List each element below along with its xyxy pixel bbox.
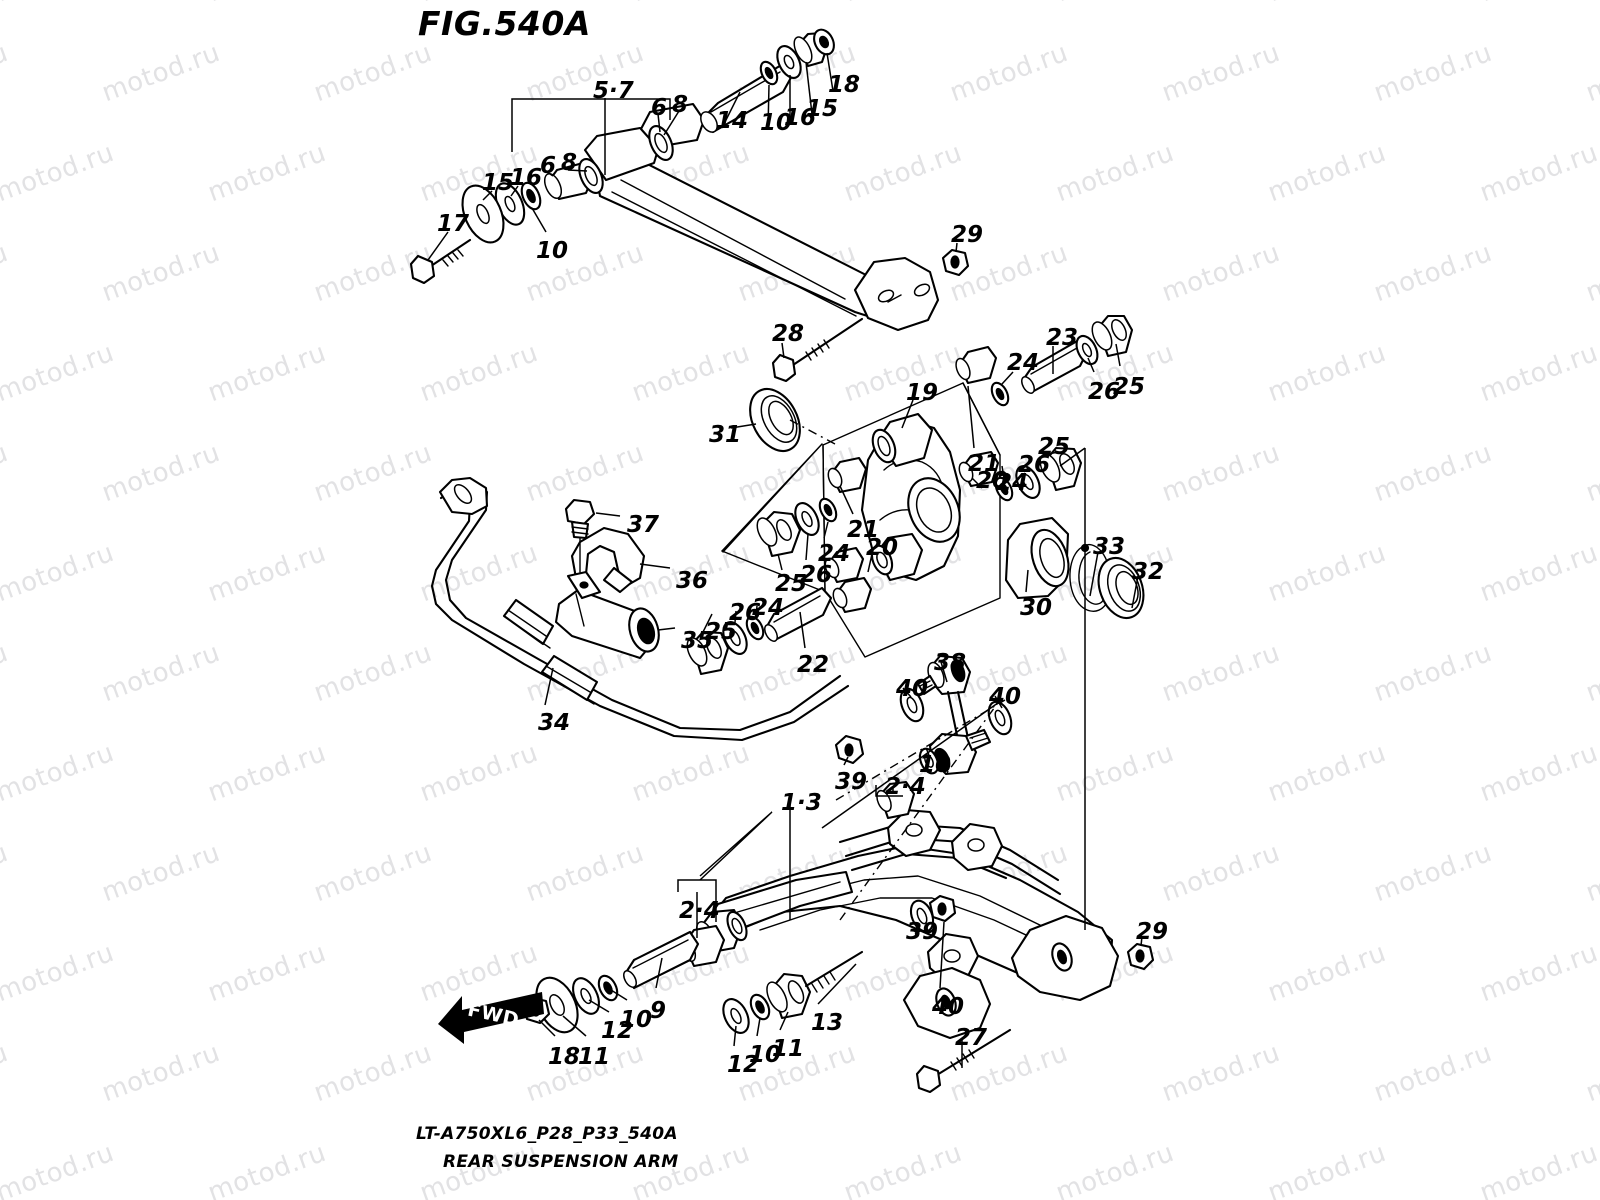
callout-8: 8 [672, 92, 689, 118]
figure-title: FIG.540A [418, 4, 591, 43]
callout-25: 25 [775, 571, 808, 597]
callout-17: 17 [437, 211, 470, 237]
callout-12: 12 [601, 1018, 634, 1044]
callout-6: 6 [540, 153, 557, 179]
callout-25: 25 [705, 619, 738, 645]
callout-19: 19 [906, 380, 939, 406]
callout-25: 25 [1113, 374, 1146, 400]
callout-22: 22 [797, 652, 830, 678]
callout-15: 15 [806, 96, 839, 122]
callout-6: 6 [651, 95, 668, 121]
callout-25: 25 [1038, 434, 1071, 460]
callout-10: 10 [620, 1007, 653, 1033]
callout-40: 40 [932, 994, 965, 1020]
caption-assembly-name: REAR SUSPENSION ARM [443, 1152, 679, 1172]
upper-control-arm [409, 28, 970, 452]
callout-37: 37 [627, 512, 660, 538]
caption-part-code: LT-A750XL6_P28_P33_540A [416, 1124, 678, 1144]
callout-40: 40 [896, 676, 929, 702]
callout-10: 10 [919, 752, 952, 778]
callout-21: 21 [847, 517, 880, 543]
callout-24: 24 [996, 470, 1029, 496]
callout-21: 21 [968, 451, 1001, 477]
callout-26: 26 [729, 600, 762, 626]
callout-28: 28 [772, 321, 805, 347]
callout-20: 20 [976, 468, 1009, 494]
callout-16: 16 [510, 165, 543, 191]
callout-34: 34 [538, 710, 571, 736]
callout-8: 8 [561, 150, 578, 176]
callout-2-4: 2·4 [679, 898, 720, 924]
callout-40: 40 [989, 684, 1022, 710]
callout-39: 39 [906, 919, 939, 945]
callout-35: 35 [681, 628, 714, 654]
callout-14: 14 [716, 108, 749, 134]
callout-38: 38 [934, 650, 967, 676]
callout-10: 10 [749, 1042, 782, 1068]
callout-10: 10 [536, 238, 569, 264]
callout-24: 24 [818, 541, 851, 567]
callout-24: 24 [752, 595, 785, 621]
callout-1-3: 1·3 [781, 790, 822, 816]
callout-9: 9 [650, 998, 667, 1024]
leader-lines [427, 52, 1143, 1068]
callout-39: 39 [835, 769, 868, 795]
callout-33: 33 [1093, 534, 1126, 560]
stabilizer-bar-assembly [430, 476, 850, 742]
callout-31: 31 [709, 422, 742, 448]
callout-10: 10 [760, 110, 793, 136]
callout-32: 32 [1132, 559, 1165, 585]
callout-18: 18 [548, 1044, 581, 1070]
callout-26: 26 [1088, 379, 1121, 405]
callout-24: 24 [1007, 350, 1040, 376]
fwd-direction-marker: FWD [432, 988, 552, 1049]
callout-20: 20 [866, 535, 899, 561]
callout-26: 26 [1018, 452, 1051, 478]
callout-27: 27 [955, 1025, 988, 1051]
callout-36: 36 [676, 568, 709, 594]
callout-15: 15 [482, 170, 515, 196]
callout-29: 29 [951, 222, 984, 248]
callout-5-7: 5·7 [593, 78, 634, 104]
rear-knuckle-assembly [721, 345, 1001, 658]
callout-26: 26 [800, 562, 833, 588]
callout-12: 12 [727, 1052, 760, 1078]
callout-30: 30 [1020, 595, 1053, 621]
right-hardware-set [686, 314, 1145, 676]
callout-11: 11 [772, 1036, 805, 1062]
callout-11: 11 [578, 1044, 611, 1070]
callout-29: 29 [1136, 919, 1169, 945]
callout-16: 16 [784, 105, 817, 131]
callout-13: 13 [811, 1010, 844, 1036]
callout-23: 23 [1046, 325, 1079, 351]
callout-18: 18 [828, 72, 861, 98]
callout-2-4: 2·4 [885, 774, 926, 800]
